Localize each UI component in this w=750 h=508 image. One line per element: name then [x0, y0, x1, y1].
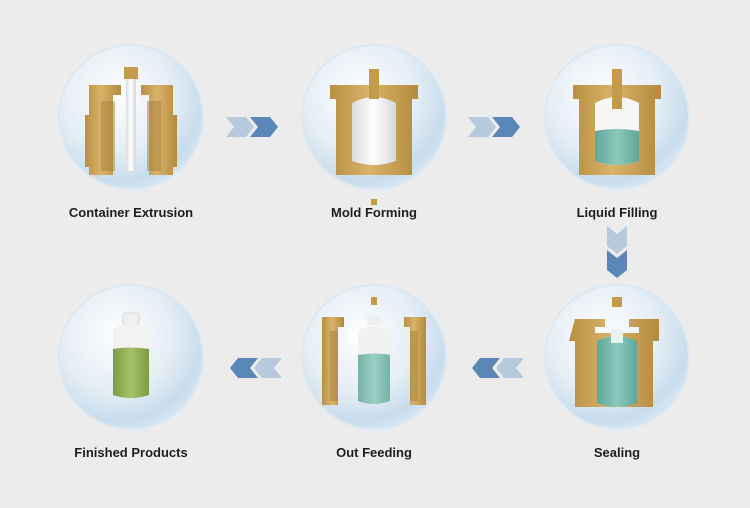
bottle-icon [58, 284, 204, 430]
step-label: Liquid Filling [576, 205, 658, 220]
arrow-left-icon [230, 358, 282, 378]
step-liquid-filling: Liquid Filling [517, 27, 717, 227]
step-mold-forming: Mold Forming [274, 27, 474, 227]
step-finished-products: Finished Products [31, 267, 231, 467]
mold-filling-icon [544, 44, 690, 190]
step-sealing: Sealing [517, 267, 717, 467]
step-out-feeding: Out Feeding [274, 267, 474, 467]
step-label: Finished Products [74, 445, 188, 460]
arrow-left-icon [472, 358, 524, 378]
mold-out-feeding-icon [301, 284, 447, 430]
step-label: Mold Forming [331, 205, 417, 220]
arrow-right-icon [226, 117, 278, 137]
step-container-extrusion: Container Extrusion [31, 27, 231, 227]
mold-extrusion-icon [58, 44, 204, 190]
step-label: Out Feeding [336, 445, 412, 460]
mold-sealing-icon [544, 284, 690, 430]
mold-forming-icon [301, 44, 447, 205]
step-label: Container Extrusion [68, 205, 194, 220]
arrow-down-icon [607, 226, 627, 278]
arrow-right-icon [468, 117, 520, 137]
step-label: Sealing [593, 445, 641, 460]
